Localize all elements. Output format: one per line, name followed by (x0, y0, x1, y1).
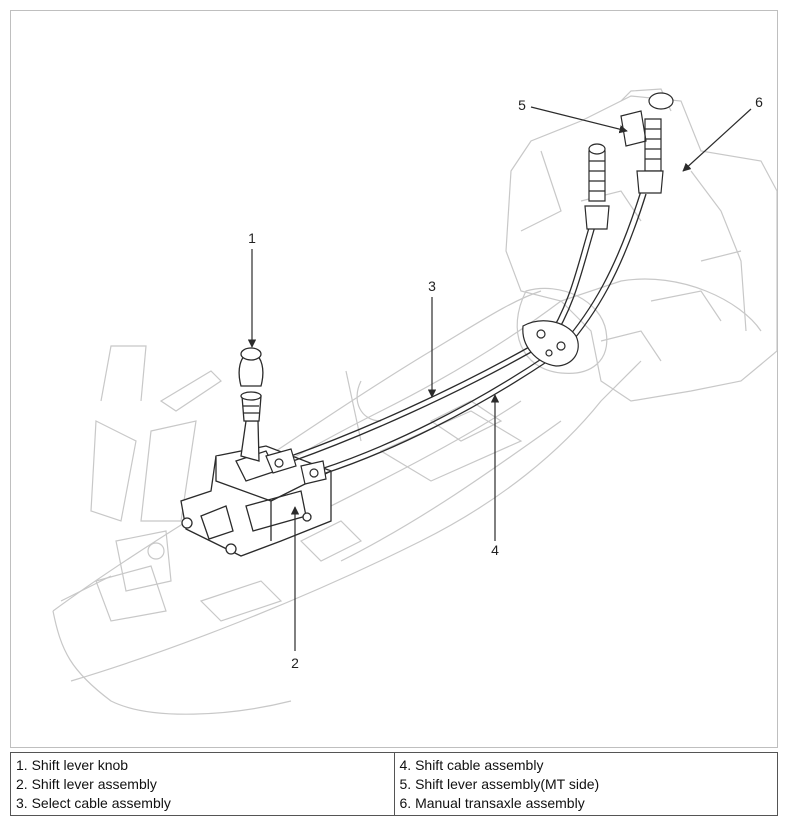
legend-item-4: 4. Shift cable assembly (399, 757, 544, 773)
callout-4: 4 (491, 542, 499, 558)
cable-end-fittings (265, 448, 327, 485)
transaxle-housing-outline (505, 88, 777, 402)
callout-3: 3 (428, 278, 436, 294)
callout-2: 2 (291, 655, 299, 671)
legend-column-left: 1. Shift lever knob 2. Shift lever assem… (11, 753, 395, 815)
mt-side-shift-lever-assembly (584, 92, 674, 230)
bulkhead-grommet (522, 320, 579, 367)
legend-item-2: 2. Shift lever assembly (16, 776, 157, 792)
floor-pan-outline (52, 278, 762, 715)
parts-legend-table: 1. Shift lever knob 2. Shift lever assem… (10, 752, 778, 816)
legend-item-1: 1. Shift lever knob (16, 757, 129, 773)
legend-item-6: 6. Manual transaxle assembly (399, 795, 585, 811)
parking-brake-outline (60, 345, 222, 622)
leader-6 (682, 108, 752, 172)
callout-5: 5 (518, 97, 526, 113)
legend-column-right: 4. Shift cable assembly 5. Shift lever a… (395, 753, 778, 815)
legend-item-5: 5. Shift lever assembly(MT side) (399, 776, 600, 792)
shift-lever-assembly (180, 445, 332, 557)
callout-1: 1 (248, 230, 256, 246)
legend-item-3: 3. Select cable assembly (16, 795, 171, 811)
callout-6: 6 (755, 94, 763, 110)
cable-assembly-diagram: 1 2 3 4 5 6 (52, 88, 777, 715)
diagram-frame: 1 2 3 4 5 6 (10, 10, 778, 748)
leader-5 (530, 106, 628, 134)
callout-leaders (247, 106, 752, 651)
shift-lever-knob (238, 347, 264, 462)
